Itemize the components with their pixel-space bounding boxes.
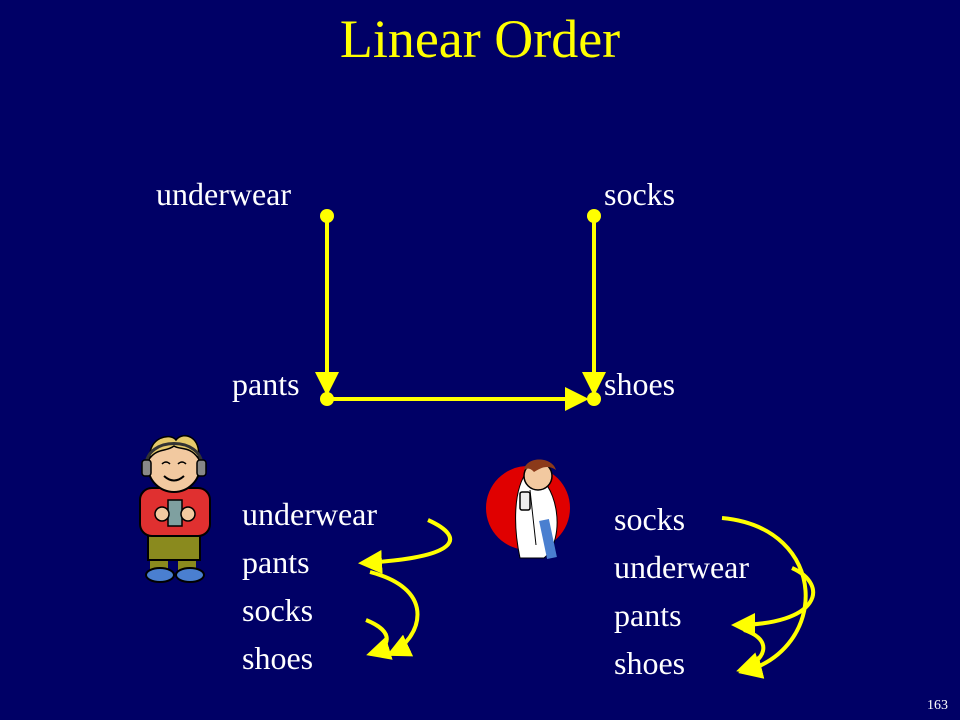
- list-item: pants: [614, 597, 682, 633]
- order-arrow: [731, 566, 816, 637]
- order-arrow: [736, 628, 766, 676]
- list-item: shoes: [242, 640, 314, 676]
- order-list-1: underwear pants socks shoes: [242, 490, 377, 682]
- node-shoes: [587, 392, 601, 406]
- node-label-underwear: underwear: [156, 176, 292, 212]
- slide-title: Linear Order: [339, 9, 621, 69]
- list-item: socks: [242, 592, 314, 628]
- list-item: shoes: [614, 645, 686, 681]
- list-item: socks: [614, 501, 686, 537]
- list-item: pants: [242, 544, 310, 580]
- boy-clipart-icon: [139, 435, 211, 583]
- node-pants: [320, 392, 334, 406]
- order-arrow: [365, 618, 393, 660]
- page-number: 163: [927, 698, 948, 713]
- node-label-shoes: shoes: [604, 366, 676, 402]
- node-socks: [587, 209, 601, 223]
- list-item: underwear: [614, 549, 750, 585]
- girl-clipart-icon: [486, 459, 570, 560]
- list-item: underwear: [242, 496, 378, 532]
- order-arrow: [358, 518, 452, 574]
- node-underwear: [320, 209, 334, 223]
- order-arrow: [721, 516, 808, 679]
- order-arrow: [369, 570, 420, 657]
- node-label-pants: pants: [232, 366, 300, 402]
- order-list-2: socks underwear pants shoes: [614, 495, 749, 687]
- node-label-socks: socks: [604, 176, 676, 212]
